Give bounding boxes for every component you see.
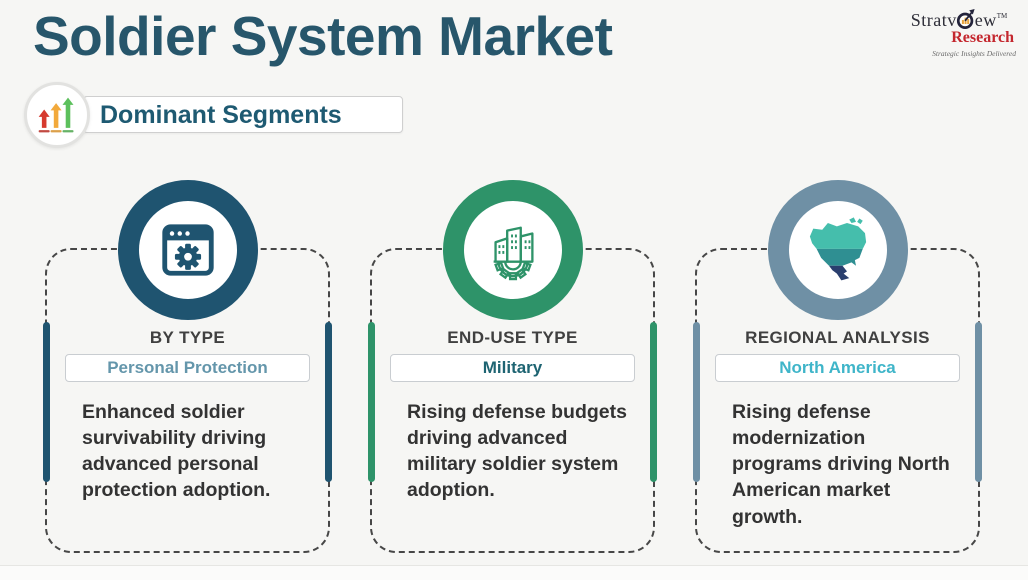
accent-bar-left [368, 322, 375, 482]
segment-value: Military [390, 354, 635, 382]
accent-bar-left [43, 322, 50, 482]
card-icon-ring [117, 180, 258, 320]
logo-research-word: Research [951, 29, 1014, 46]
card-header: BY TYPE [149, 328, 226, 347]
card-end-use-type: END-USE TYPE Military Rising defense bud… [368, 180, 657, 553]
north-america-map-icon [809, 217, 866, 281]
accent-bar-right [325, 322, 332, 482]
growth-arrows-badge [24, 82, 90, 148]
card-description: Rising defense budgets driving advanced … [407, 401, 627, 502]
accent-bar-right [650, 322, 657, 482]
segment-value: Personal Protection [65, 354, 310, 382]
magnifier-chart-icon [956, 9, 975, 29]
window-gear-icon [161, 224, 214, 276]
card-icon-ring [767, 180, 908, 320]
segment-value: North America [715, 354, 960, 382]
accent-bar-left [693, 322, 700, 482]
trademark-symbol: TM [996, 12, 1008, 20]
logo-brand-name: Stratv ewTM [910, 9, 1008, 30]
dominant-segments-label: Dominant Segments [83, 96, 403, 133]
logo-tagline: Strategic Insights Delivered [932, 49, 1016, 58]
card-description: Enhanced soldier survivability driving a… [82, 401, 271, 502]
card-by-type: BY TYPE Personal Protection Enhanced sol… [43, 180, 332, 553]
bottom-divider [0, 565, 1028, 580]
card-description: Rising defense modernization programs dr… [732, 401, 950, 528]
card-header: END-USE TYPE [447, 328, 578, 347]
card-icon-ring [442, 180, 583, 320]
stratview-research-logo: Stratv ewTM Research Strategic Insights … [900, 8, 1018, 58]
page-title: Soldier System Market [33, 5, 613, 67]
growth-arrows-icon [38, 97, 74, 133]
accent-bar-right [975, 322, 982, 482]
card-regional-analysis: REGIONAL ANALYSIS North America Rising d… [693, 180, 982, 553]
card-header: REGIONAL ANALYSIS [745, 328, 930, 347]
industry-buildings-icon [493, 226, 534, 281]
